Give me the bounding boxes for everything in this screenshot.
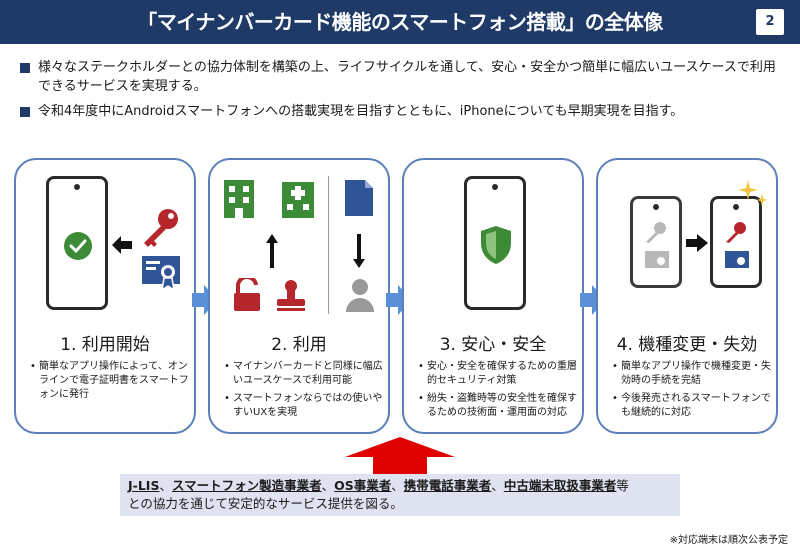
card-start-use: 1. 利用開始 簡単なアプリ操作によって、オンラインで電子証明書をスマートフォン… xyxy=(14,158,196,434)
flow-arrow-icon xyxy=(386,285,412,315)
building-icon xyxy=(224,180,254,218)
card-item: 簡単なアプリ操作で機種変更・失効時の手続を完結 xyxy=(612,360,774,388)
key-icon xyxy=(726,222,746,243)
smartphone-icon xyxy=(46,176,108,310)
card-use: 2. 利用 マイナンバーカードと同様に幅広いユースケースで利用可能 スマートフォ… xyxy=(208,158,390,434)
divider xyxy=(328,176,329,314)
arrow-left-icon xyxy=(112,236,132,254)
card-title: 2. 利用 xyxy=(271,335,327,355)
page-number-badge: 2 xyxy=(756,9,784,35)
key-icon xyxy=(144,209,178,247)
hospital-icon xyxy=(282,182,314,218)
bullet-item: 様々なステークホルダーとの協力体制を構築の上、ライフサイクルを通して、安心・安全… xyxy=(18,58,788,96)
partner-name: 携帯電話事業者 xyxy=(403,478,492,493)
card-items: 簡単なアプリ操作によって、オンラインで電子証明書をスマートフォンに発行 xyxy=(30,360,192,406)
arrow-down-icon xyxy=(353,234,365,268)
footnote: ※対応端末は順次公表予定 xyxy=(669,535,788,546)
upward-arrow-icon xyxy=(345,437,455,475)
card-item: 今後発売されるスマートフォンでも継続的に対応 xyxy=(612,392,774,420)
partner-name: J-LIS xyxy=(128,478,160,493)
card-item: スマートフォンならではの使いやすいUXを実現 xyxy=(224,392,386,420)
header-bar: 「マイナンバーカード機能のスマートフォン搭載」の全体像 2 xyxy=(0,0,800,44)
arrow-right-icon xyxy=(686,234,708,252)
old-smartphone-icon xyxy=(630,196,682,288)
partners-line-1: J-LIS、スマートフォン製造事業者、OS事業者、携帯電話事業者、中古端末取扱事… xyxy=(128,478,629,493)
certificate-icon xyxy=(142,256,180,292)
certificate-icon xyxy=(725,251,749,268)
check-circle-icon xyxy=(64,232,92,260)
unlock-icon xyxy=(234,278,260,311)
card-title: 1. 利用開始 xyxy=(60,335,150,355)
person-icon xyxy=(346,279,374,312)
partner-name: 中古端末取扱事業者 xyxy=(503,478,617,493)
bullet-item: 令和4年度中にAndroidスマートフォンへの搭載実現を目指すとともに、iPho… xyxy=(18,102,788,121)
page-title: 「マイナンバーカード機能のスマートフォン搭載」の全体像 xyxy=(137,10,663,34)
card-item: 紛失・盗難時等の安全性を確保するための技術面・運用面の対応 xyxy=(418,392,580,420)
partners-box: J-LIS、スマートフォン製造事業者、OS事業者、携帯電話事業者、中古端末取扱事… xyxy=(120,474,680,516)
shield-icon xyxy=(481,226,511,264)
certificate-icon xyxy=(645,251,669,268)
card-device-change: 4. 機種変更・失効 簡単なアプリ操作で機種変更・失効時の手続を完結 今後発売さ… xyxy=(596,158,778,434)
partner-name: OS事業者 xyxy=(334,478,392,493)
card-item: 安心・安全を確保するための重層的セキュリティ対策 xyxy=(418,360,580,388)
sparkle-icon xyxy=(738,180,768,206)
arrow-up-icon xyxy=(266,234,278,268)
card-security: 3. 安心・安全 安心・安全を確保するための重層的セキュリティ対策 紛失・盗難時… xyxy=(402,158,584,434)
summary-bullets: 様々なステークホルダーとの協力体制を構築の上、ライフサイクルを通して、安心・安全… xyxy=(18,58,788,127)
card-items: マイナンバーカードと同様に幅広いユースケースで利用可能 スマートフォンならではの… xyxy=(224,360,386,424)
card-items: 簡単なアプリ操作で機種変更・失効時の手続を完結 今後発売されるスマートフォンでも… xyxy=(612,360,774,424)
partners-line-2: との協力を通じて安定的なサービス提供を図る。 xyxy=(128,496,403,511)
card-items: 安心・安全を確保するための重層的セキュリティ対策 紛失・盗難時等の安全性を確保す… xyxy=(418,360,580,424)
document-icon xyxy=(345,180,373,216)
stamp-icon xyxy=(277,280,305,311)
card-item: 簡単なアプリ操作によって、オンラインで電子証明書をスマートフォンに発行 xyxy=(30,360,192,402)
key-icon xyxy=(646,222,666,243)
card-title: 3. 安心・安全 xyxy=(439,335,547,355)
card-item: マイナンバーカードと同様に幅広いユースケースで利用可能 xyxy=(224,360,386,388)
flow-arrow-icon xyxy=(580,285,606,315)
flow-arrow-icon xyxy=(192,285,218,315)
card-title: 4. 機種変更・失効 xyxy=(616,335,758,355)
new-smartphone-icon xyxy=(710,196,762,288)
partner-name: スマートフォン製造事業者 xyxy=(171,478,322,493)
smartphone-icon xyxy=(464,176,526,310)
